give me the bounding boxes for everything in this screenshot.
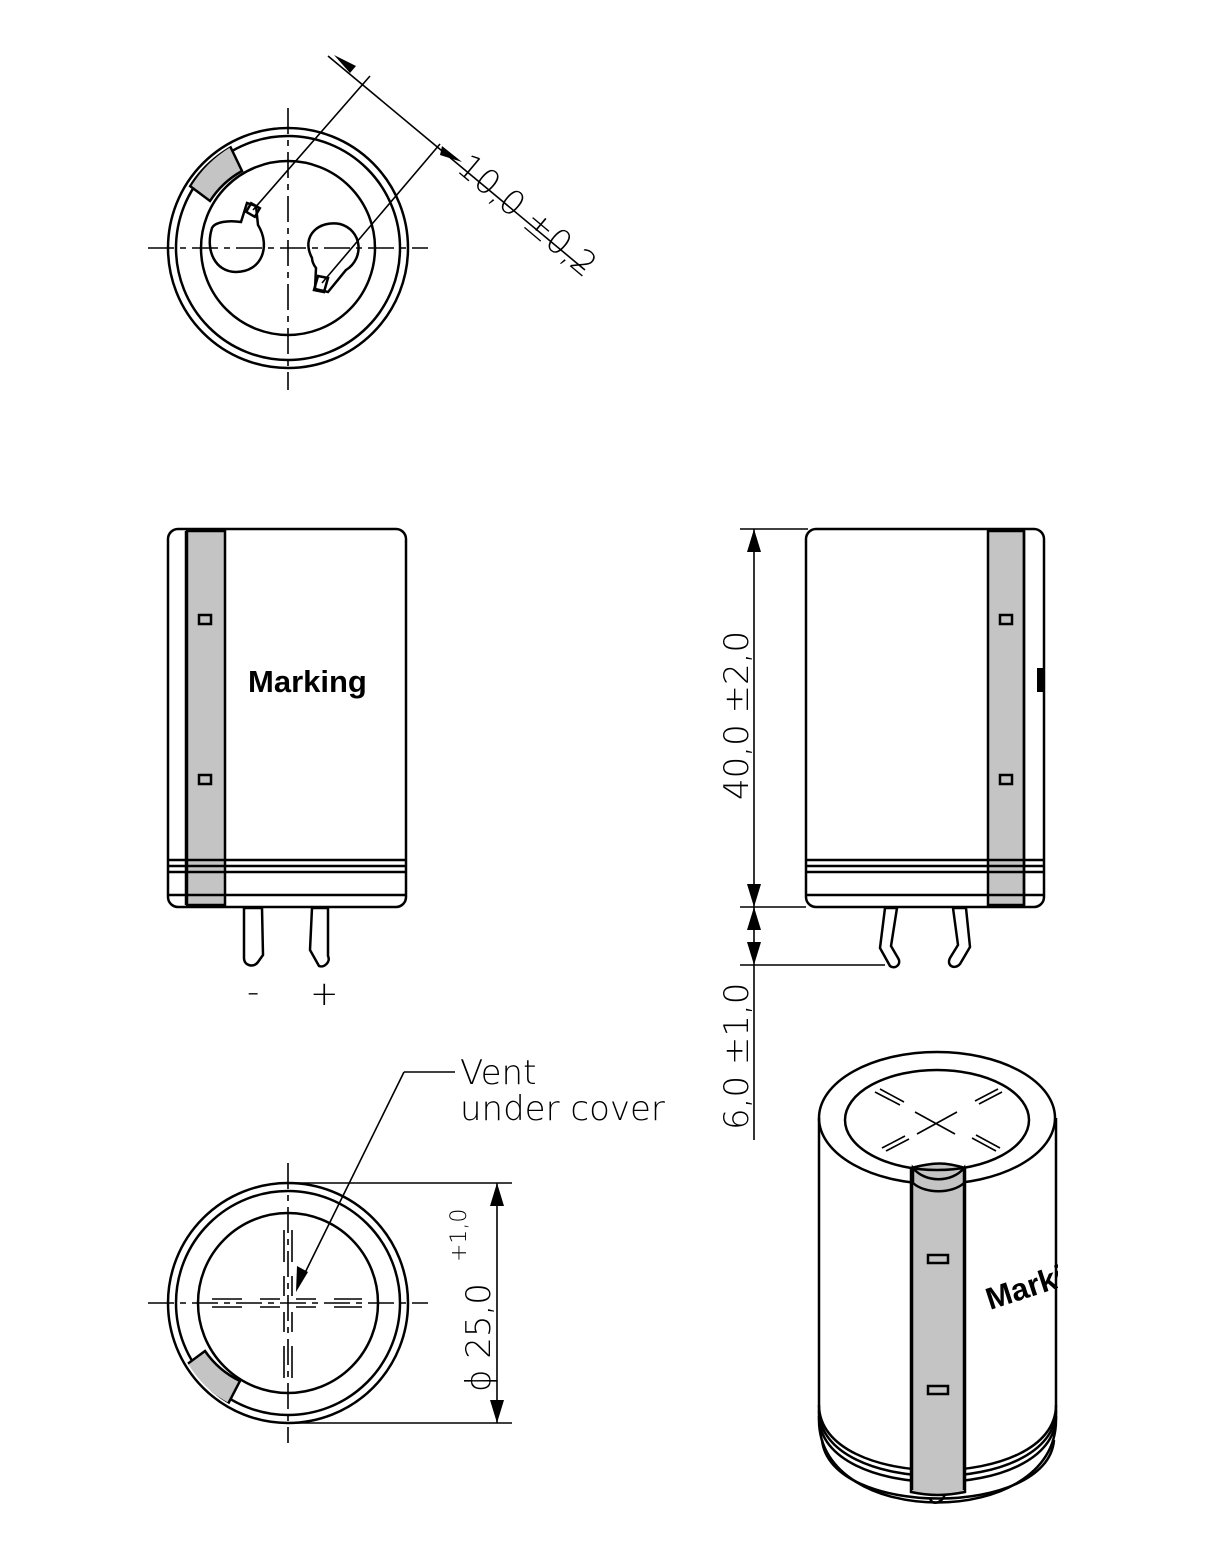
isometric-vent-cross [874, 1088, 1003, 1152]
right-side-view: 40,0 ±2,0 6,0 ±1,0 [717, 527, 1046, 1140]
pin-pitch-dimension: 10,0 ±0,2 [252, 55, 604, 286]
vent-leader: Vent under cover [296, 1053, 665, 1292]
isometric-view: Marking [817, 1050, 1105, 1504]
bent-pin-left [878, 906, 901, 969]
minus-pin [242, 906, 265, 967]
top-view: 10,0 ±0,2 [148, 55, 604, 390]
pin-length-label: 6,0 ±1,0 [717, 983, 757, 1130]
bottom-view: Vent under cover ϕ 25,0 +1,0 [148, 1053, 665, 1443]
vent-label-line1: Vent [460, 1053, 536, 1093]
pin-pitch-label: 10,0 ±0,2 [449, 146, 604, 285]
height-label: 40,0 ±2,0 [717, 631, 757, 800]
marking-label: Marking [248, 664, 367, 699]
diameter-dimension: ϕ 25,0 +1,0 [288, 1182, 512, 1424]
vent-cross [212, 1230, 362, 1378]
vent-label-line2: under cover [460, 1089, 665, 1129]
diameter-label: ϕ 25,0 [459, 1283, 499, 1392]
isometric-marking-label: Marking [981, 1247, 1105, 1317]
isometric-sleeve-band [909, 1162, 967, 1497]
top-view-sleeve-band [188, 144, 244, 203]
minus-terminal [208, 201, 266, 274]
plus-terminal [307, 222, 360, 294]
plus-sign: + [310, 974, 339, 1014]
plus-pin [308, 906, 330, 968]
bent-pin-right [947, 906, 972, 969]
minus-sign: - [247, 972, 259, 1012]
front-side-view: Marking - + [166, 527, 408, 1014]
diameter-tolerance: +1,0 [447, 1209, 472, 1262]
height-dimension: 40,0 ±2,0 6,0 ±1,0 [717, 528, 885, 1140]
